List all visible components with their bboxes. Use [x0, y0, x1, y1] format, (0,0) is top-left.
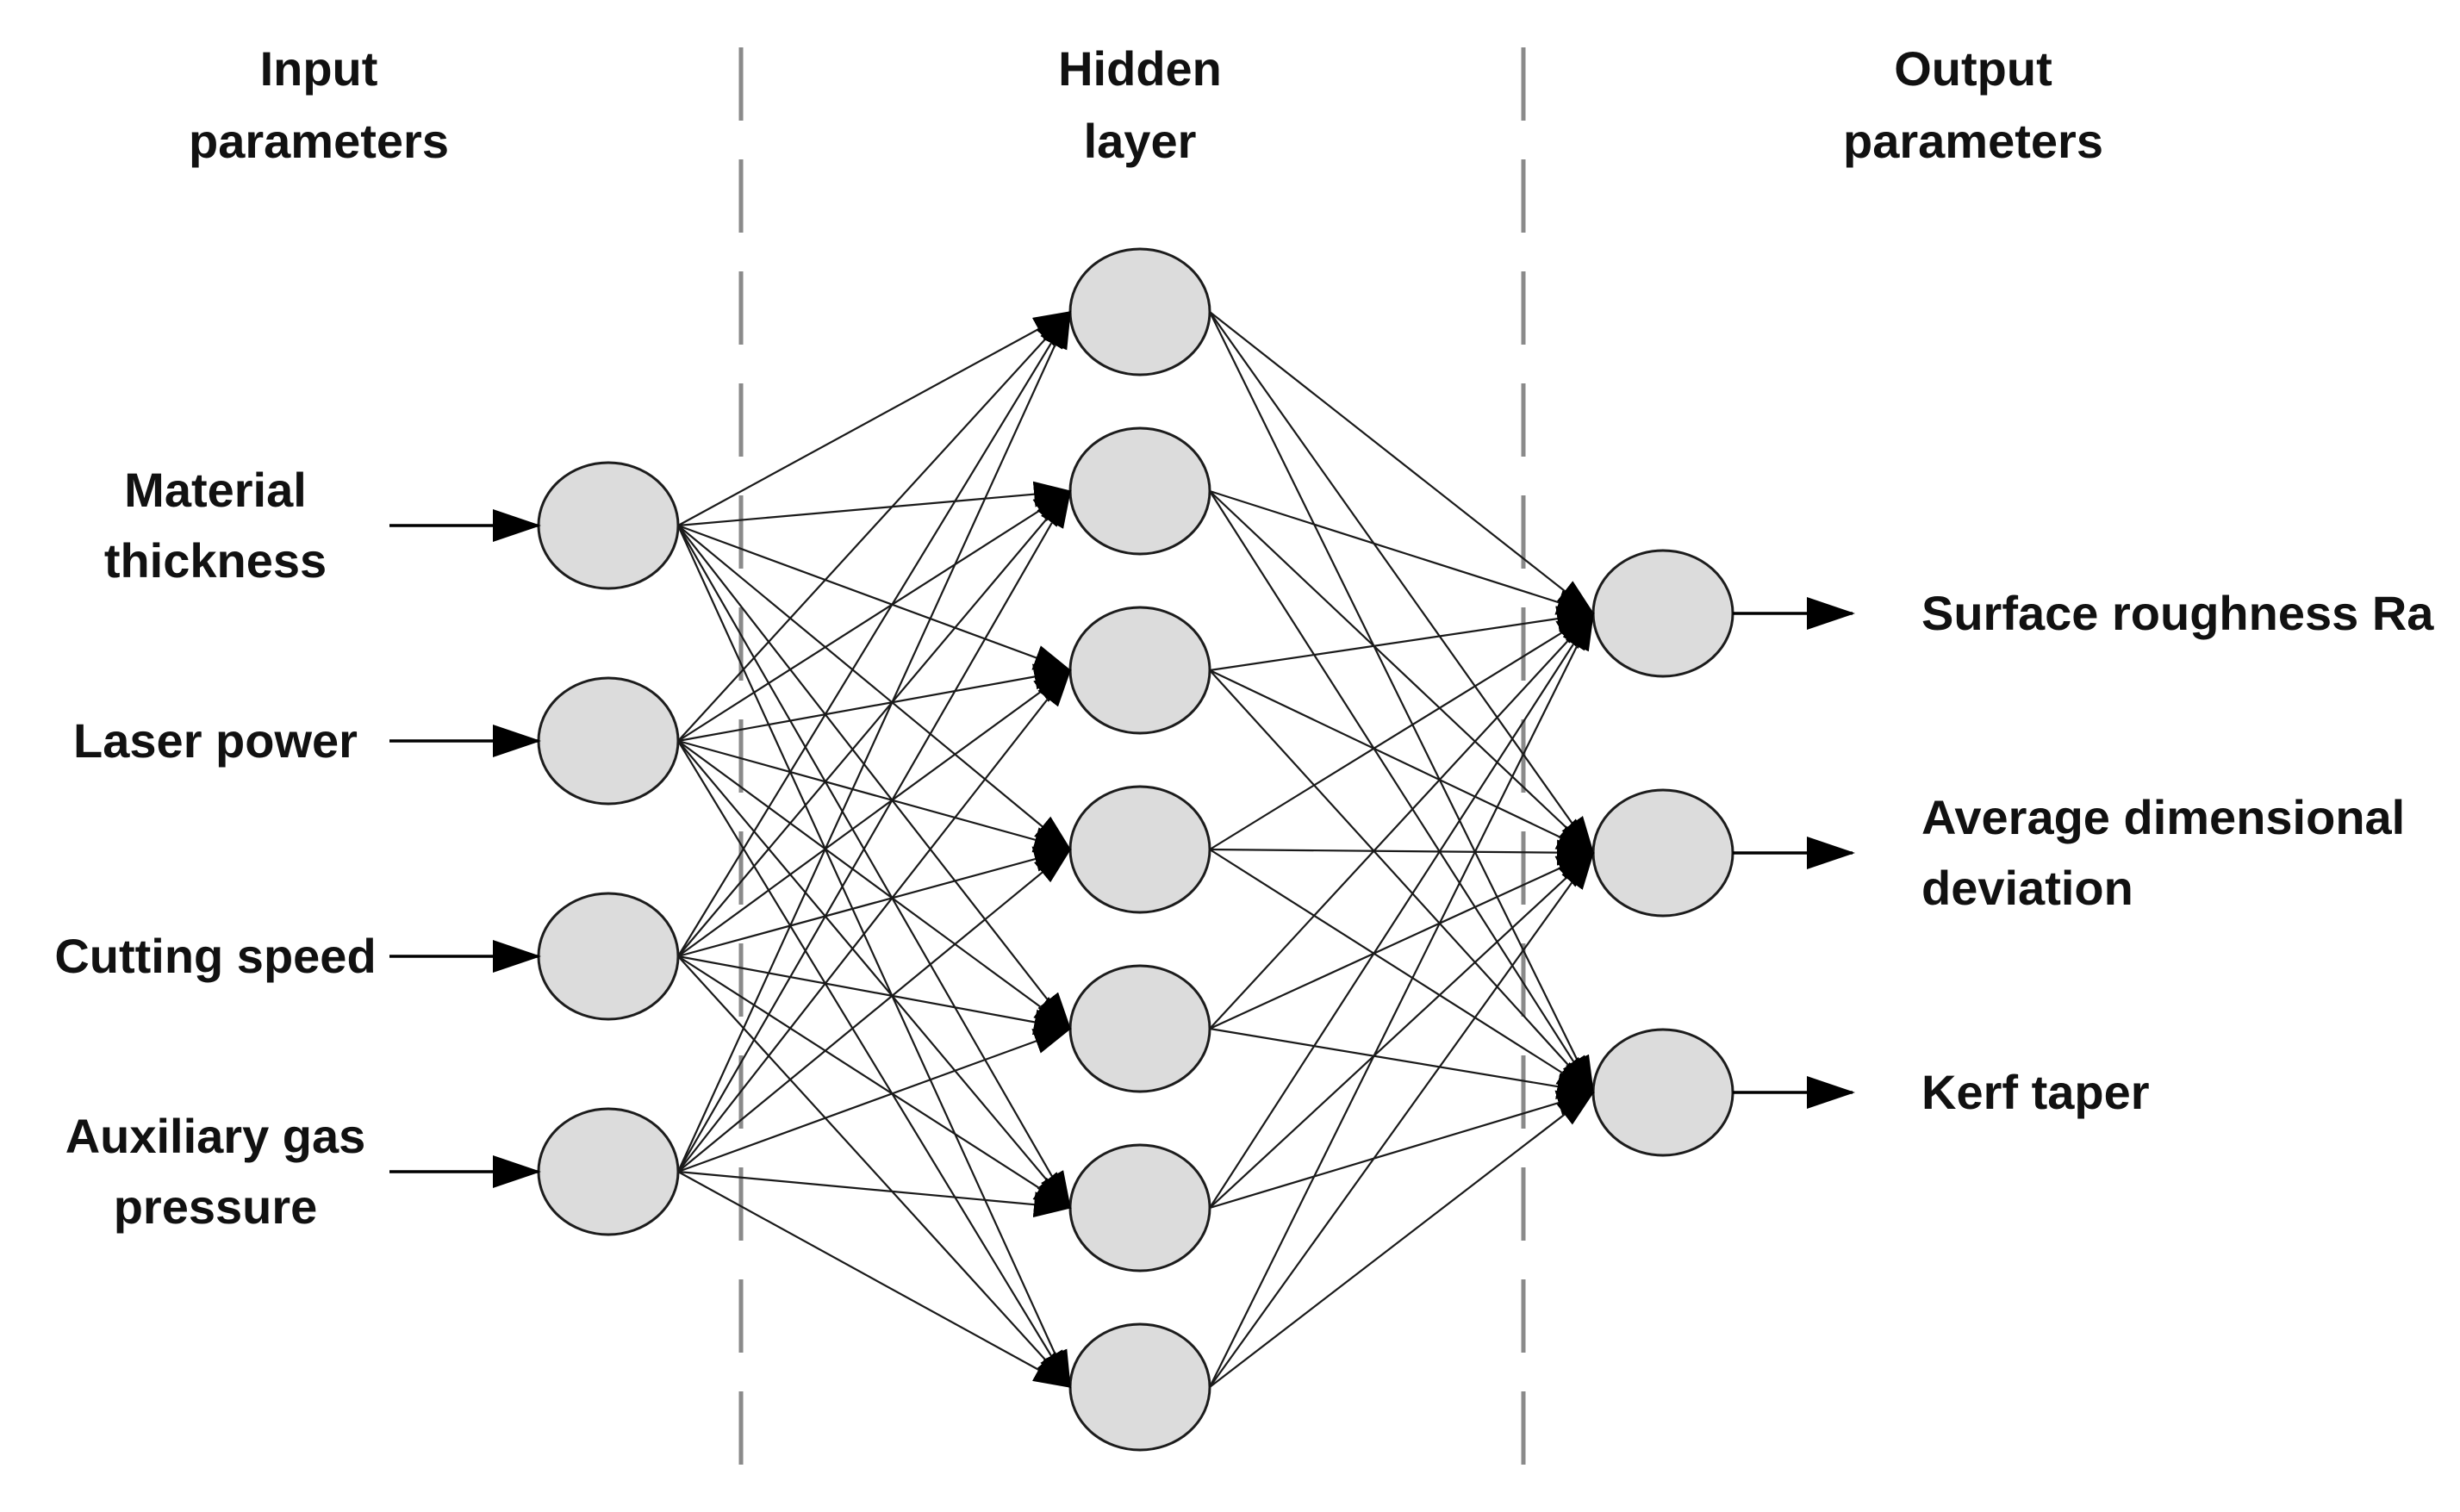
input-node-4 — [537, 1107, 680, 1236]
edge-input2-hidden2 — [677, 489, 1072, 742]
output-label-3-line-1: Kerf taper — [1921, 1065, 2150, 1119]
edge-input4-hidden2 — [677, 489, 1071, 1173]
edge-hidden6-output2 — [1209, 851, 1595, 1209]
edge-input4-hidden6 — [677, 1170, 1072, 1218]
edge-hidden1-output1 — [1209, 311, 1595, 615]
header-output-line-2: parameters — [1843, 114, 2103, 168]
edge-hidden2-output3 — [1209, 490, 1595, 1094]
edge-hidden5-output2 — [1209, 852, 1595, 1030]
edge-input2-hidden1 — [677, 310, 1072, 742]
edge-hidden7-output1 — [1209, 612, 1594, 1388]
edge-input1-hidden4 — [677, 525, 1072, 851]
edge-input4-hidden3 — [677, 669, 1072, 1173]
edge-input3-hidden1 — [677, 310, 1072, 957]
edge-hidden3-output1 — [1209, 606, 1595, 672]
edge-hidden3-output3 — [1209, 669, 1595, 1094]
edge-input3-hidden7 — [677, 955, 1072, 1389]
edge-input3-hidden6 — [677, 955, 1072, 1210]
input-label-4-line-2: pressure — [114, 1179, 318, 1234]
hidden-node-5 — [1068, 964, 1211, 1093]
output-label-2-line-1: Average dimensional — [1921, 790, 2405, 844]
header-hidden-line-1: Hidden — [1058, 41, 1222, 96]
edge-input2-hidden7 — [677, 740, 1072, 1389]
output-label-1-line-1: Surface roughness Ra — [1921, 586, 2434, 640]
input-label-1-line-1: Material — [124, 463, 307, 517]
edge-hidden7-output2 — [1209, 851, 1595, 1388]
edge-hidden2-output1 — [1209, 489, 1595, 615]
edge-input4-hidden5 — [677, 1027, 1072, 1173]
header-hidden-line-2: layer — [1084, 114, 1197, 168]
edge-hidden6-output1 — [1209, 612, 1595, 1209]
edge-hidden5-output3 — [1209, 1027, 1595, 1099]
edge-input1-hidden2 — [677, 481, 1072, 527]
edge-input3-hidden3 — [677, 669, 1072, 957]
edge-hidden2-output2 — [1209, 490, 1595, 855]
input-label-3-line-1: Cutting speed — [54, 929, 376, 983]
edge-input2-hidden6 — [677, 740, 1072, 1210]
edge-hidden5-output1 — [1209, 612, 1595, 1030]
edge-hidden6-output3 — [1209, 1090, 1595, 1210]
diagram-labels: Input parameters Hidden layer Output paramete… — [54, 41, 2434, 1234]
edge-input1-hidden1 — [677, 311, 1072, 526]
edge-hidden1-output3 — [1209, 311, 1594, 1094]
layer-separator-dashed-lines — [738, 47, 1526, 1475]
input-node-3 — [537, 892, 680, 1021]
neuron-nodes — [537, 247, 1734, 1452]
header-input-line-1: Input — [260, 41, 378, 96]
input-label-2-line-1: Laser power — [73, 713, 358, 768]
output-label-2-line-2: deviation — [1921, 861, 2133, 915]
edge-input2-hidden3 — [677, 663, 1072, 743]
edge-hidden1-output2 — [1209, 311, 1595, 855]
edge-input1-hidden6 — [677, 525, 1071, 1210]
hidden-node-4 — [1068, 785, 1211, 914]
output-node-3 — [1591, 1028, 1734, 1157]
input-label-4-line-1: Auxiliary gas — [65, 1109, 366, 1163]
edge-input2-hidden4 — [677, 739, 1072, 853]
output-node-2 — [1591, 788, 1734, 918]
edge-input2-hidden5 — [677, 740, 1072, 1030]
input-node-2 — [537, 676, 680, 806]
edge-input1-hidden3 — [677, 524, 1072, 672]
edge-hidden7-output3 — [1209, 1091, 1595, 1388]
edge-input1-hidden7 — [676, 525, 1072, 1389]
hidden-node-3 — [1068, 606, 1211, 735]
header-input-line-2: parameters — [189, 114, 449, 168]
edge-input3-hidden4 — [677, 846, 1072, 958]
edge-input4-hidden4 — [677, 848, 1072, 1173]
header-output-line-1: Output — [1894, 41, 2052, 96]
hidden-node-6 — [1068, 1143, 1211, 1272]
input-label-1-line-2: thickness — [104, 533, 327, 588]
hidden-node-2 — [1068, 426, 1211, 556]
hidden-node-7 — [1068, 1322, 1211, 1452]
edge-hidden3-output2 — [1209, 669, 1595, 854]
edge-input3-hidden2 — [677, 489, 1072, 957]
edge-input3-hidden5 — [677, 955, 1072, 1036]
input-node-1 — [537, 461, 680, 590]
output-node-1 — [1591, 549, 1734, 678]
edge-hidden4-output2 — [1209, 839, 1595, 866]
hidden-node-1 — [1068, 247, 1211, 376]
connection-edges — [676, 310, 1595, 1389]
edge-hidden4-output3 — [1209, 849, 1595, 1094]
input-output-arrows — [389, 509, 1855, 1188]
edge-input4-hidden7 — [677, 1171, 1072, 1388]
edge-hidden4-output1 — [1209, 612, 1595, 850]
edge-input1-hidden5 — [677, 525, 1072, 1030]
edge-input4-hidden1 — [676, 310, 1072, 1173]
